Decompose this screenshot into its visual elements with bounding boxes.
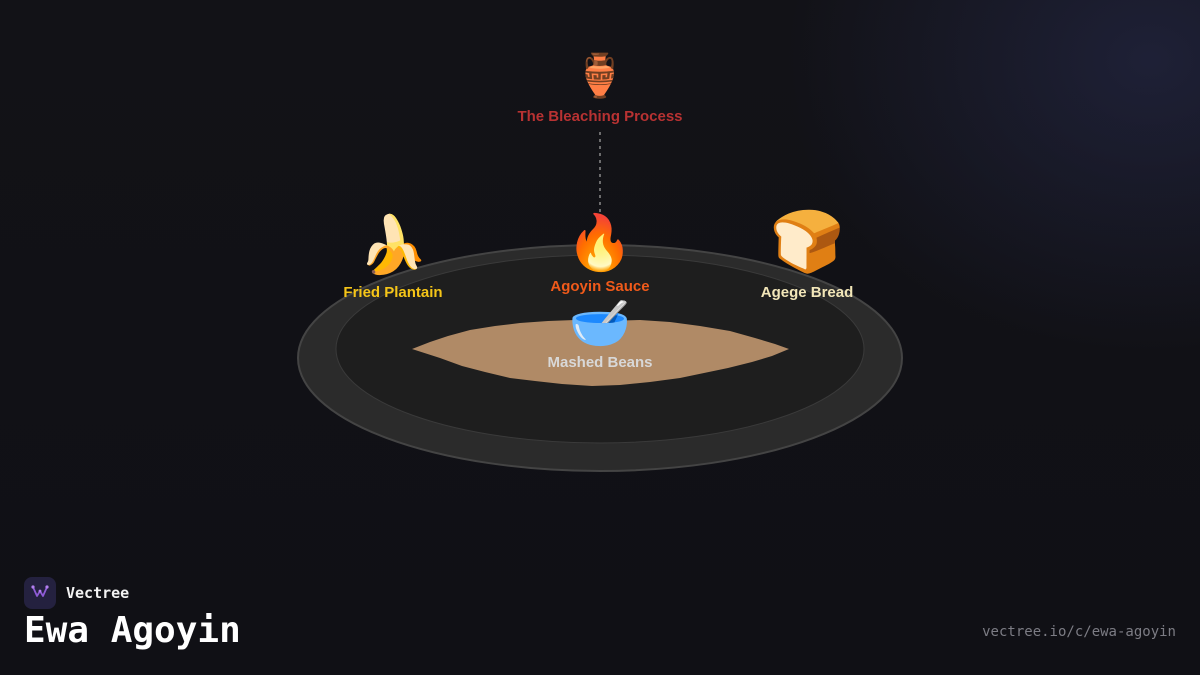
source-url[interactable]: vectree.io/c/ewa-agoyin bbox=[982, 624, 1176, 640]
fire-icon: 🔥 bbox=[566, 213, 634, 273]
vectree-logo-icon bbox=[24, 577, 56, 609]
page-title: Ewa Agoyin bbox=[24, 610, 241, 651]
bowl-icon: 🥣 bbox=[568, 295, 632, 351]
bread-icon: 🍞 bbox=[769, 208, 845, 275]
mashed-beans-blob bbox=[412, 320, 789, 386]
amphora-icon: 🏺 bbox=[573, 52, 627, 99]
agoyin-sauce-label: Agoyin Sauce bbox=[550, 278, 650, 295]
banana-icon: 🍌 bbox=[358, 213, 428, 276]
brand[interactable]: Vectree bbox=[24, 577, 129, 609]
mashed-beans-label: Mashed Beans bbox=[547, 354, 653, 371]
bleaching-process-label: The Bleaching Process bbox=[517, 108, 683, 125]
agege-bread-label: Agege Bread bbox=[760, 284, 854, 301]
brand-name: Vectree bbox=[66, 584, 130, 602]
fried-plantain-label: Fried Plantain bbox=[343, 284, 443, 301]
